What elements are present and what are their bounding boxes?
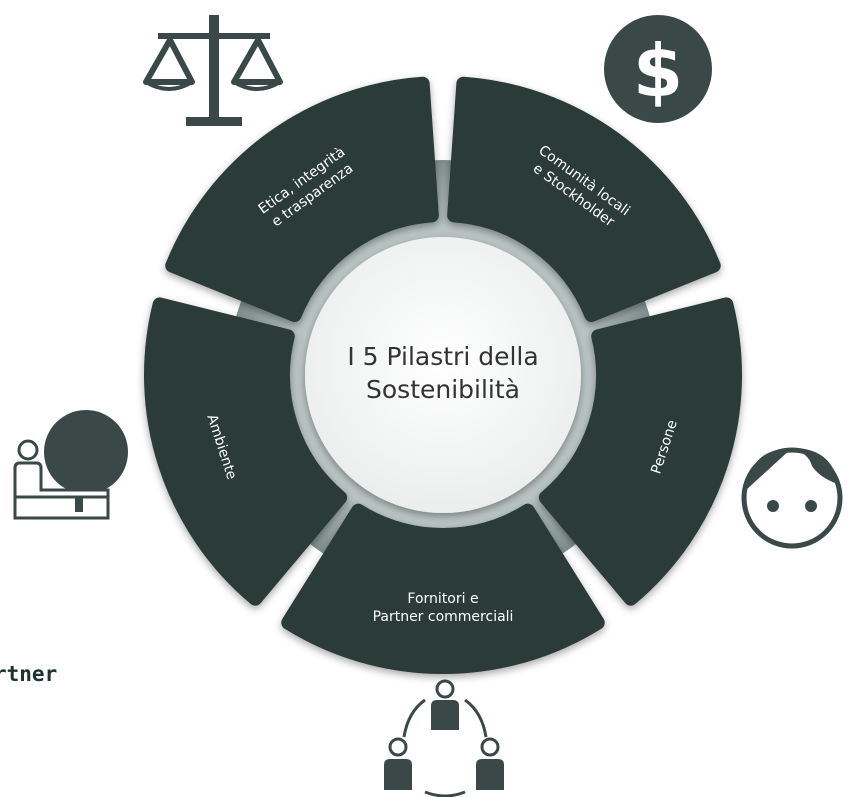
partial-side-text: rtner (0, 662, 58, 686)
face-icon (741, 447, 843, 549)
pillar-label-line: Partner commerciali (373, 609, 514, 625)
pillar-label: Fornitori e Partner commerciali (373, 591, 514, 625)
pillar-segments (144, 76, 742, 674)
pillar-segment (165, 76, 439, 323)
dollar-icon: $ (604, 15, 712, 123)
pillar-label-line: Fornitori e (407, 591, 478, 607)
scales-icon (143, 15, 283, 126)
svg-text:$: $ (633, 29, 683, 113)
pillar-segment (447, 76, 721, 323)
pillar-segment (144, 297, 348, 606)
pillar-segment (538, 297, 742, 606)
center-disc (305, 237, 581, 513)
center-title-line-1: I 5 Pilastri della (347, 342, 538, 371)
pillar-segment (281, 503, 605, 674)
person-tree-icon (13, 410, 128, 520)
network-people-icon (384, 679, 504, 797)
center-title-line-2: Sostenibilità (366, 375, 520, 404)
